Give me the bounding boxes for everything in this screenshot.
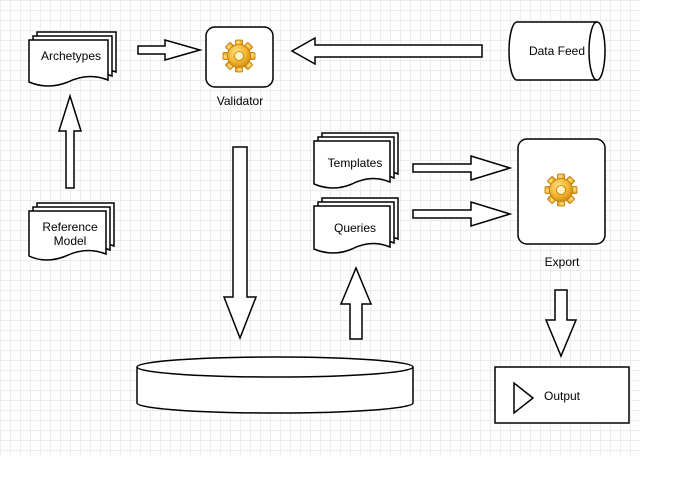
templates-label: Templates	[328, 156, 383, 170]
output-label: Output	[544, 389, 581, 403]
arrow-reference-to-archetypes	[57, 93, 83, 189]
arrow-templates-to-export	[412, 154, 513, 182]
reference-model-label-line2: Model	[54, 234, 87, 248]
archetypes-label: Archetypes	[41, 49, 101, 63]
arrow-database-to-queries	[339, 266, 373, 340]
diagram-svg: Archetypes Reference Model Validator Dat…	[28, 21, 630, 424]
reference-model-label-line1: Reference	[42, 220, 98, 234]
data-feed-node: Data Feed	[508, 21, 606, 81]
database-node	[136, 356, 414, 414]
validator-node: Validator	[205, 26, 274, 108]
export-gear-icon	[544, 173, 578, 207]
data-feed-label: Data Feed	[529, 44, 585, 58]
archetypes-node: Archetypes	[28, 31, 117, 87]
validator-gear-icon	[222, 39, 256, 73]
output-node: Output	[494, 366, 630, 424]
validator-label: Validator	[217, 94, 263, 108]
templates-node: Templates	[313, 132, 399, 189]
queries-label: Queries	[334, 221, 376, 235]
arrow-export-to-output	[544, 289, 578, 358]
export-label: Export	[545, 255, 580, 269]
arrow-validator-to-database	[222, 146, 258, 341]
arrow-queries-to-export	[412, 200, 513, 228]
play-triangle-icon	[513, 381, 535, 415]
export-node: Export	[517, 138, 606, 269]
queries-node: Queries	[313, 197, 399, 254]
diagram-canvas: Archetypes Reference Model Validator Dat…	[0, 0, 640, 455]
reference-model-node: Reference Model	[28, 202, 115, 261]
arrow-archetypes-to-validator	[137, 39, 203, 61]
arrow-datafeed-to-validator	[290, 36, 483, 66]
